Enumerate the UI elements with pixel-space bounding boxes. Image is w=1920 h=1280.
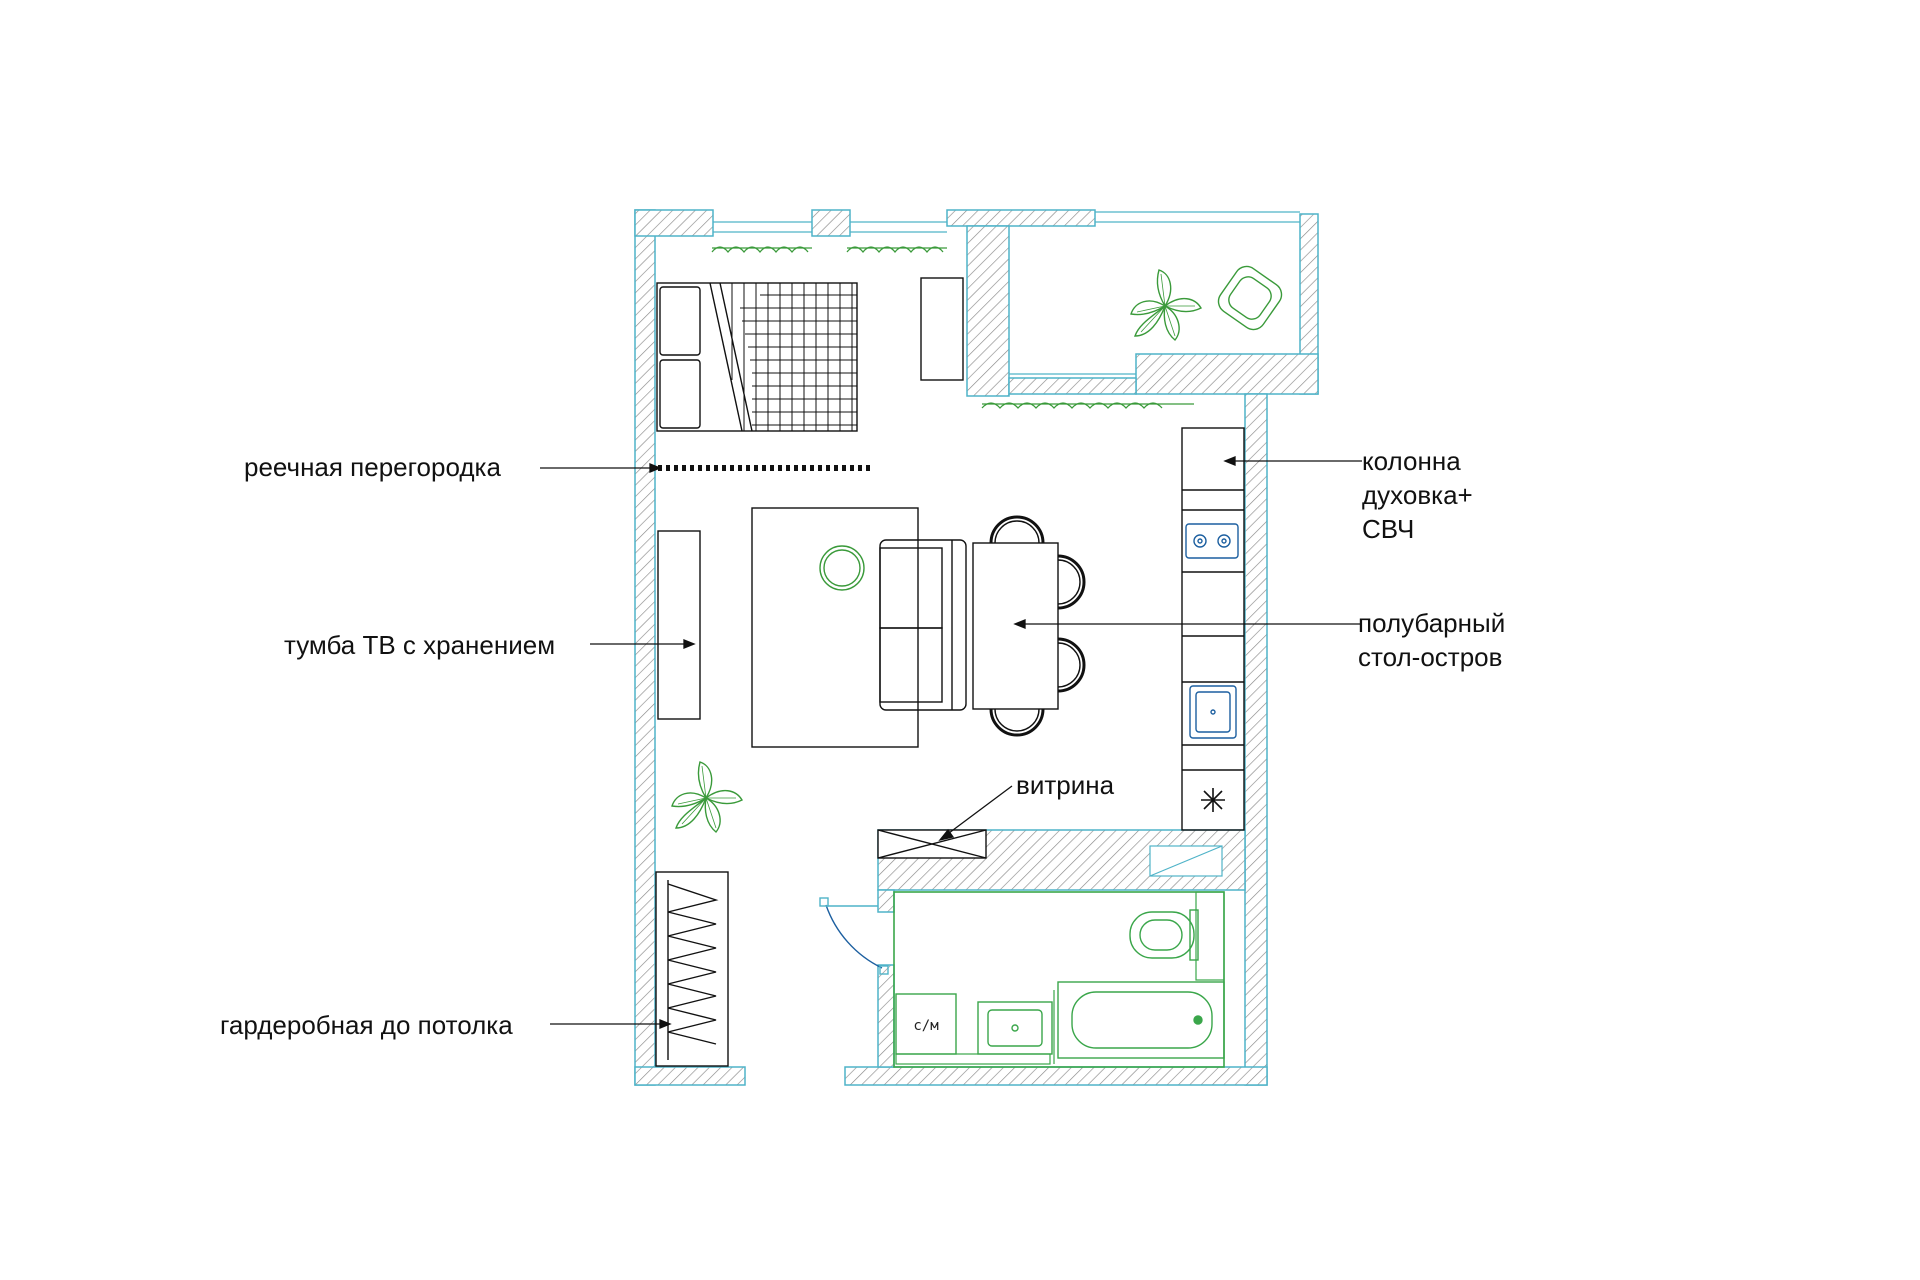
label-slat-partition: реечная перегородка — [244, 452, 501, 482]
wardrobe — [655, 871, 729, 1067]
washer-label: с/м — [913, 1018, 939, 1034]
bed — [656, 282, 858, 432]
cooktop — [1185, 523, 1239, 559]
balcony-plant — [1130, 269, 1202, 341]
cabinet — [920, 277, 964, 381]
label-wardrobe: гардеробная до потолка — [220, 1010, 513, 1040]
walls — [634, 209, 1319, 1086]
balcony-armchair — [1217, 265, 1283, 331]
coffee-table — [819, 545, 865, 591]
washing-machine: с/м — [895, 993, 1051, 1065]
label-island-line2: стол-остров — [1358, 642, 1502, 672]
bar-table-island — [972, 515, 1086, 737]
label-column-line3: СВЧ — [1362, 514, 1414, 544]
room-plant — [671, 761, 743, 833]
label-showcase: витрина — [1016, 770, 1115, 800]
tv-unit — [657, 530, 701, 720]
slat-partition — [658, 465, 870, 471]
entry-door — [819, 897, 889, 975]
fridge — [1201, 788, 1225, 812]
showcase — [877, 829, 987, 859]
bathroom-sink — [977, 1001, 1053, 1055]
windows — [713, 211, 1300, 375]
sofa — [879, 539, 967, 711]
toilet — [1129, 909, 1199, 961]
label-column-line2: духовка+ — [1362, 480, 1473, 510]
bathtub — [1057, 981, 1225, 1059]
kitchen-sink — [1189, 685, 1237, 739]
label-island-line1: полубарный — [1358, 608, 1505, 638]
bathroom: с/м — [893, 891, 1225, 1068]
leader-lines — [540, 456, 1362, 1029]
curtains — [711, 246, 1194, 409]
kitchen-counter — [1181, 427, 1245, 831]
label-column-line1: колонна — [1362, 446, 1461, 476]
label-tv-unit: тумба ТВ с хранением — [284, 630, 555, 660]
